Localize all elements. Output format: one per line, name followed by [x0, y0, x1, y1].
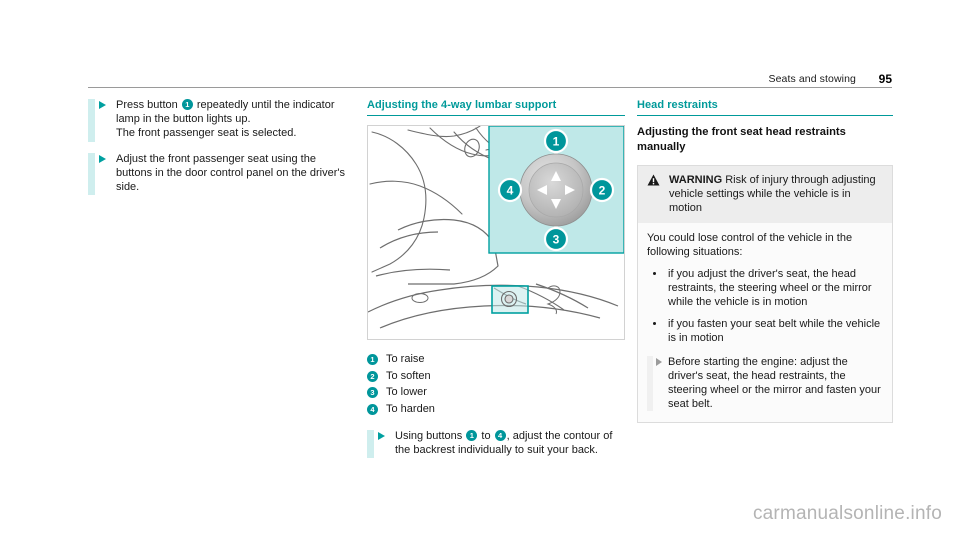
legend-item: 2 To soften	[367, 370, 625, 383]
step-text-after: repeatedly until the indicator lamp in t…	[116, 99, 335, 126]
warning-step-text: Before starting the engine: adjust the d…	[668, 356, 881, 410]
callout-marker-2: 2	[589, 177, 615, 203]
header-divider	[88, 87, 892, 88]
warning-list-item: if you fasten your seat belt while the v…	[647, 317, 883, 345]
callout-marker-3: 3	[543, 226, 569, 252]
legend-label-3: To lower	[386, 386, 427, 398]
step-item: Using buttons 1 to 4, adjust the contour…	[367, 429, 625, 459]
legend-label-4: To harden	[386, 402, 435, 415]
step-text: Adjust the front passenger seat using th…	[116, 152, 350, 195]
step-text-middle: to	[481, 429, 491, 442]
step-arrow-icon	[99, 154, 106, 163]
step-text: Using buttons 1 to 4, adjust the contour…	[395, 429, 625, 457]
head-restraints-heading: Head restraints	[637, 98, 893, 116]
step-item: Adjust the front passenger seat using th…	[88, 152, 350, 195]
warning-box: WARNING Risk of injury through adjusting…	[637, 165, 893, 423]
legend-item: 1 To raise	[367, 353, 625, 366]
svg-text:4: 4	[507, 184, 514, 198]
legend-badge-2: 2	[367, 370, 378, 382]
svg-text:3: 3	[553, 233, 560, 247]
step-item: Press button 1 repeatedly until the indi…	[88, 98, 350, 142]
step-text-after: , adjust the contour of the backrest ind…	[395, 429, 613, 456]
step-arrow-icon	[99, 101, 106, 109]
warning-step-arrow-icon	[656, 358, 662, 366]
page-number: 95	[878, 72, 892, 86]
legend-label-2: To soften	[386, 369, 431, 382]
arrow-left-icon	[537, 185, 547, 195]
arrow-right-icon	[565, 185, 575, 195]
arrow-down-icon	[551, 199, 561, 209]
warning-title: Risk of injury through adjusting vehicle…	[669, 174, 876, 214]
warning-header: WARNING Risk of injury through adjusting…	[638, 166, 892, 223]
step-text: Press button 1 repeatedly until the indi…	[116, 98, 350, 141]
lumbar-control-figure: 1 2 3 4	[367, 125, 625, 340]
legend-badge-3: 3	[367, 387, 378, 398]
callout-marker-1: 1	[543, 128, 569, 154]
right-column: Head restraints Adjusting the front seat…	[637, 98, 893, 423]
middle-column: Adjusting the 4-way lumbar support	[367, 98, 625, 468]
left-column: Press button 1 repeatedly until the indi…	[88, 98, 350, 205]
step-text-before: Press button	[116, 99, 178, 111]
lumbar-support-heading: Adjusting the 4-way lumbar support	[367, 98, 625, 116]
arrow-up-icon	[551, 171, 561, 181]
step-arrow-icon	[378, 431, 385, 440]
legend-item: 3 To lower	[367, 386, 625, 399]
legend-label-1: To raise	[386, 353, 425, 365]
warning-label: WARNING	[669, 174, 723, 186]
callout-marker-4: 4	[497, 177, 523, 203]
warning-list-item: if you adjust the driver's seat, the hea…	[647, 267, 883, 309]
legend-item: 4 To harden	[367, 403, 625, 416]
warning-header-text: WARNING Risk of injury through adjusting…	[669, 173, 883, 215]
watermark: carmanualsonline.info	[752, 503, 942, 524]
step-text-before: Using buttons	[395, 429, 463, 442]
page-header-section-title: Seats and stowing	[768, 73, 856, 85]
legend-badge-1: 1	[367, 354, 378, 365]
warning-intro: You could lose control of the vehicle in…	[647, 232, 853, 258]
svg-text:1: 1	[553, 135, 560, 149]
page-header: Seats and stowing 95	[88, 64, 892, 88]
svg-text:2: 2	[599, 184, 606, 198]
step-extra-line: The front passenger seat is selected.	[116, 127, 297, 140]
figure-legend: 1 To raise 2 To soften 3 To lower 4 To h…	[367, 353, 625, 416]
step-text-after: Adjust the front passenger seat using th…	[116, 152, 345, 194]
inline-badge-to: 4	[494, 429, 506, 441]
inline-badge-1: 1	[181, 99, 193, 110]
warning-triangle-icon	[647, 174, 660, 186]
warning-body: You could lose control of the vehicle in…	[638, 223, 892, 422]
warning-step-item: Before starting the engine: adjust the d…	[647, 355, 883, 411]
legend-badge-4: 4	[367, 403, 378, 415]
head-restraints-subheading: Adjusting the front seat head restraints…	[637, 126, 846, 153]
seat-illustration-svg: 1 2 3 4	[368, 126, 624, 329]
inline-badge-from: 1	[466, 429, 478, 441]
